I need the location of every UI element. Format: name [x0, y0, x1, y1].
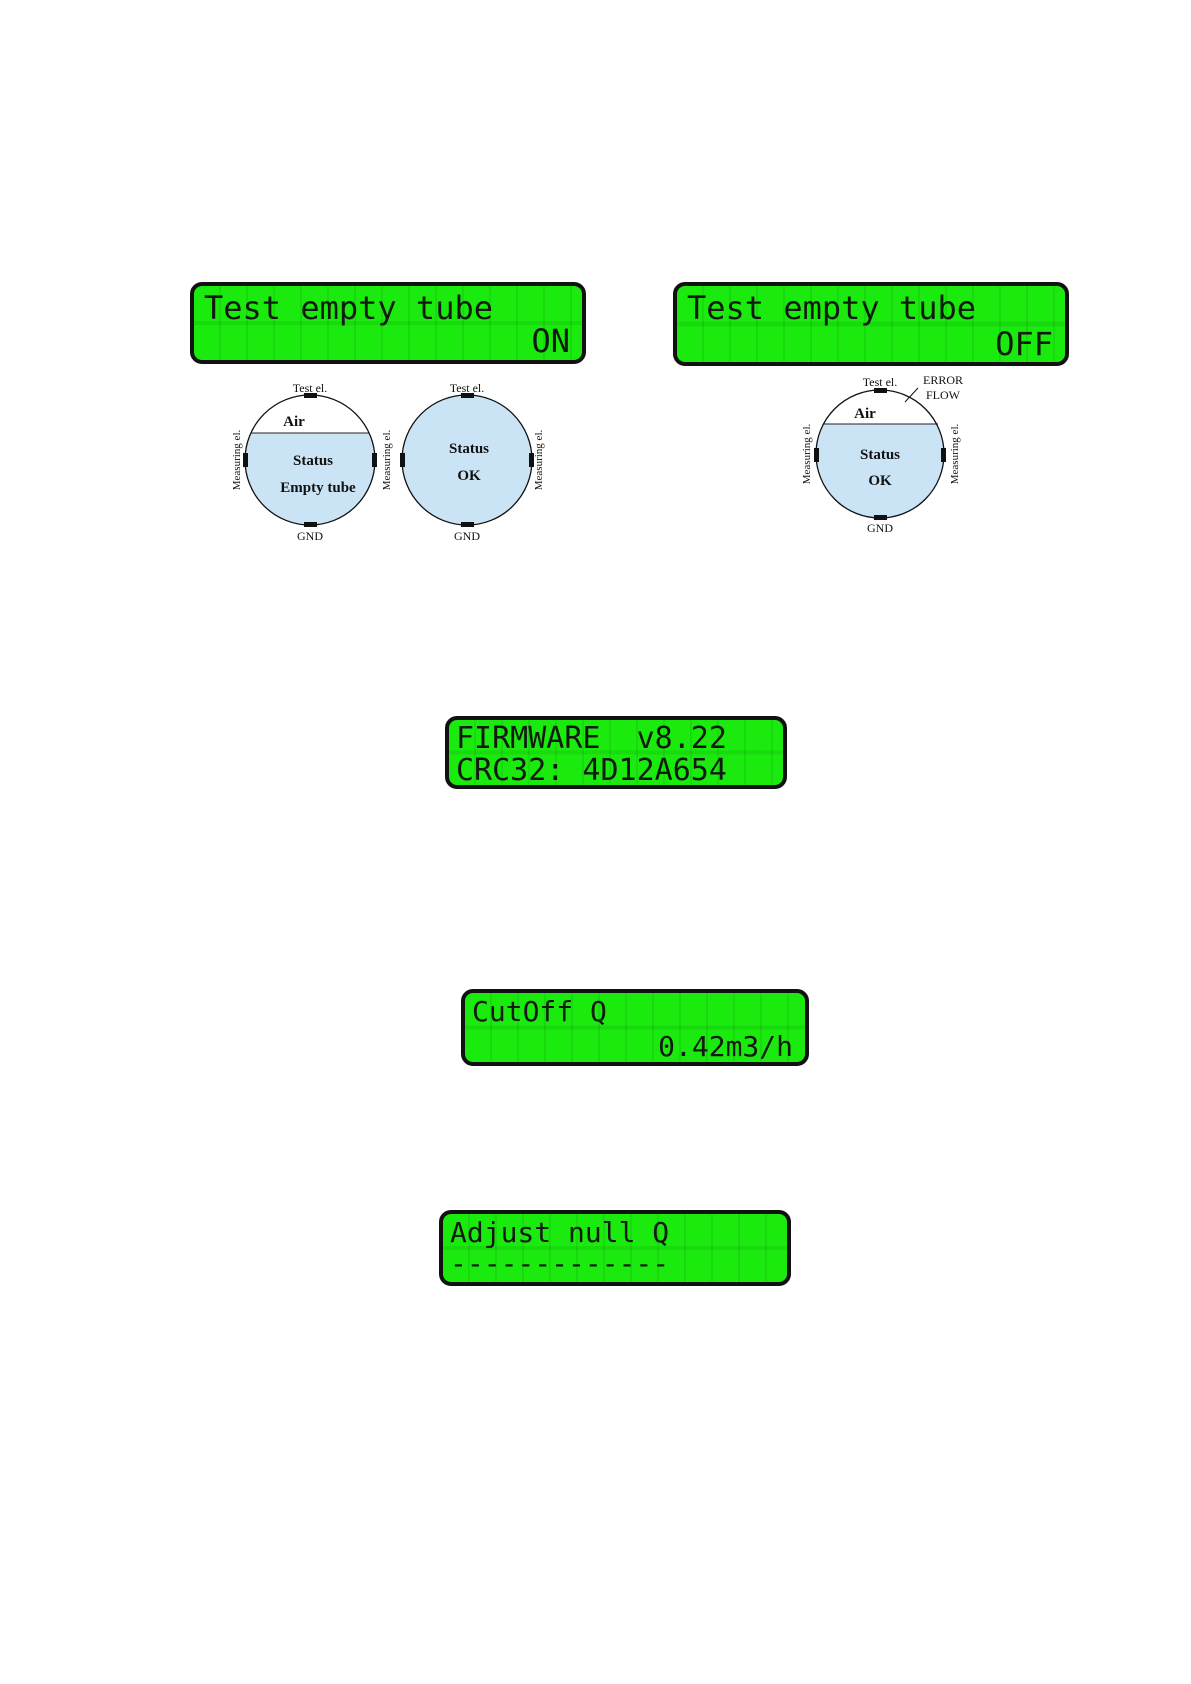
lcd-line-2: CRC32: 4D12A654: [456, 756, 727, 786]
lcd-empty-tube-on: Test empty tube ON: [190, 282, 586, 364]
tube-circle: [402, 395, 532, 525]
flow-label: FLOW: [926, 388, 961, 402]
test-el-label: Test el.: [293, 381, 327, 395]
lcd-line-2: 0.42m3/h: [658, 1033, 793, 1061]
air-label: Air: [854, 406, 876, 422]
measuring-electrode-left: [814, 448, 819, 462]
measuring-electrode-right: [941, 448, 946, 462]
test-el-label: Test el.: [863, 375, 897, 389]
error-label: ERROR: [923, 373, 963, 387]
lcd-adjust-null: Adjust null Q -------------: [439, 1210, 791, 1286]
gnd-label: GND: [867, 521, 893, 535]
full-tube-diagram: Test el. GND Status OK Measuring el.: [387, 380, 559, 545]
measuring-electrode-left: [400, 453, 405, 467]
gnd-electrode: [461, 522, 474, 527]
lcd-line-2: -------------: [450, 1250, 669, 1278]
status-label: Status: [860, 447, 900, 463]
partial-tube-diagram: Test el. ERROR FLOW GND Air Status OK Me…: [805, 372, 980, 534]
gnd-electrode: [304, 522, 317, 527]
status-label: Status: [449, 441, 489, 457]
ok-label: OK: [868, 473, 892, 489]
lcd-firmware: FIRMWARE v8.22 CRC32: 4D12A654: [445, 716, 787, 789]
lcd-line-1: Adjust null Q: [450, 1219, 669, 1247]
ok-label: OK: [457, 468, 481, 484]
empty-tube-diagram: Test el. GND Air Status Empty tube Measu…: [228, 380, 400, 545]
gnd-label: GND: [297, 529, 323, 543]
lcd-line-1: FIRMWARE v8.22: [456, 724, 727, 754]
test-el-label: Test el.: [450, 381, 484, 395]
lcd-empty-tube-off: Test empty tube OFF: [673, 282, 1069, 366]
air-label: Air: [283, 414, 305, 430]
measuring-electrode-right: [372, 453, 377, 467]
lcd-line-2: OFF: [995, 328, 1053, 360]
measuring-el-label-left: Measuring el.: [231, 430, 243, 491]
lcd-line-2: ON: [531, 325, 570, 357]
lcd-line-1: Test empty tube: [687, 292, 976, 324]
measuring-el-label-right: Measuring el.: [533, 430, 545, 491]
status-label: Status: [293, 453, 333, 469]
measuring-electrode-left: [243, 453, 248, 467]
gnd-label: GND: [454, 529, 480, 543]
lcd-line-1: Test empty tube: [204, 292, 493, 324]
gnd-electrode: [874, 515, 887, 520]
lcd-line-1: CutOff Q: [472, 998, 607, 1026]
lcd-cutoff: CutOff Q 0.42m3/h: [461, 989, 809, 1066]
measuring-el-label-left: Measuring el.: [801, 424, 813, 485]
empty-tube-label: Empty tube: [280, 480, 356, 496]
measuring-el-label-right: Measuring el.: [949, 424, 961, 485]
